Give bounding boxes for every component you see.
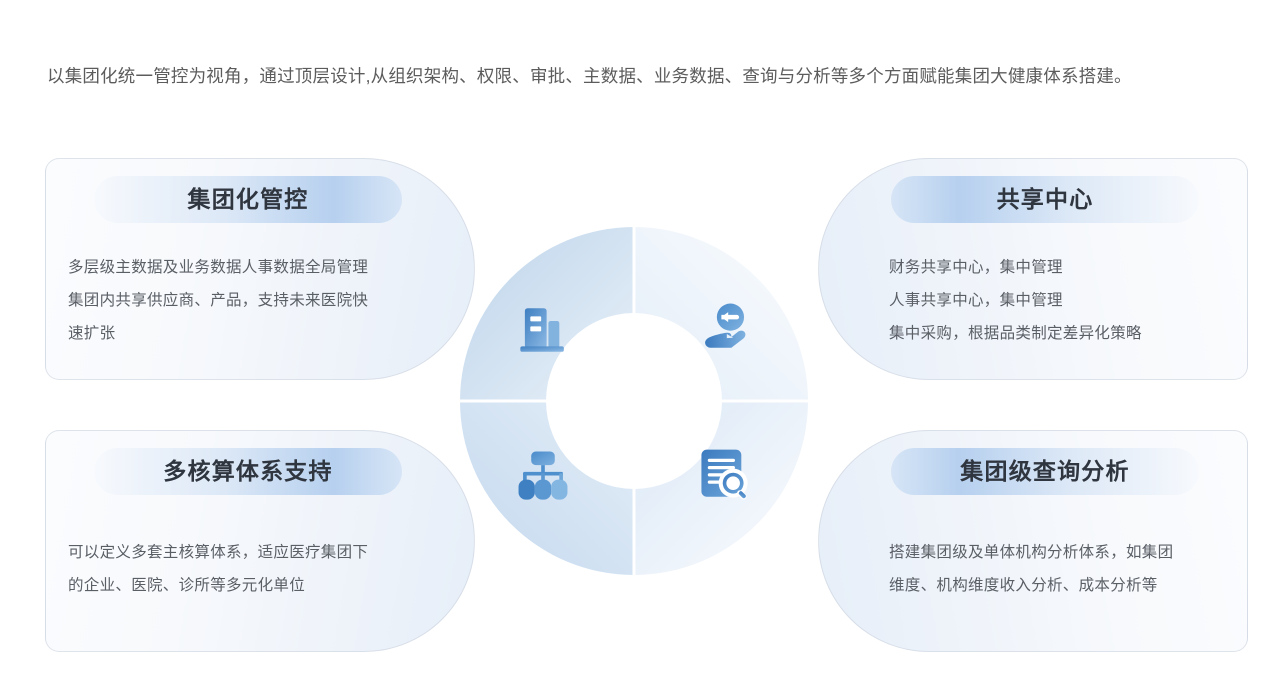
card-group-query-analysis[interactable]: 集团级查询分析 搭建集团级及单体机构分析体系，如集团 维度、机构维度收入分析、成… <box>818 430 1248 652</box>
donut-ring-svg <box>458 225 810 577</box>
person-hand-icon <box>696 299 754 357</box>
diagram-stage: 集团化管控 多层级主数据及业务数据人事数据全局管理 集团内共享供应商、产品，支持… <box>0 130 1268 689</box>
document-search-icon <box>696 446 754 504</box>
card-body-shared-center: 财务共享中心，集中管理 人事共享中心，集中管理 集中采购，根据品类制定差异化策略 <box>889 251 1142 350</box>
card-body-multi-accounting: 可以定义多套主核算体系，适应医疗集团下 的企业、医院、诊所等多元化单位 <box>68 536 368 602</box>
card-title-shared-center: 共享中心 <box>891 176 1199 223</box>
card-body-line: 搭建集团级及单体机构分析体系，如集团 <box>889 544 1174 561</box>
intro-paragraph: 以集团化统一管控为视角，通过顶层设计,从组织架构、权限、审批、主数据、业务数据、… <box>47 65 1132 86</box>
ring-inner-hole <box>546 313 722 489</box>
card-title-multi-accounting: 多核算体系支持 <box>94 448 402 495</box>
card-body-line: 集中采购，根据品类制定差异化策略 <box>889 325 1142 342</box>
card-body-group-control: 多层级主数据及业务数据人事数据全局管理 集团内共享供应商、产品，支持未来医院快 … <box>68 251 368 350</box>
card-body-line: 的企业、医院、诊所等多元化单位 <box>68 577 306 594</box>
card-body-line: 速扩张 <box>68 325 116 342</box>
card-body-group-query-analysis: 搭建集团级及单体机构分析体系，如集团 维度、机构维度收入分析、成本分析等 <box>889 536 1173 602</box>
card-multi-accounting[interactable]: 多核算体系支持 可以定义多套主核算体系，适应医疗集团下 的企业、医院、诊所等多元… <box>45 430 475 652</box>
card-title-group-query-analysis: 集团级查询分析 <box>891 448 1199 495</box>
card-title-group-control: 集团化管控 <box>94 176 402 223</box>
card-body-line: 可以定义多套主核算体系，适应医疗集团下 <box>68 544 369 561</box>
card-body-line: 人事共享中心，集中管理 <box>889 292 1063 309</box>
card-body-line: 多层级主数据及业务数据人事数据全局管理 <box>68 259 369 276</box>
building-icon <box>514 301 572 359</box>
card-group-control[interactable]: 集团化管控 多层级主数据及业务数据人事数据全局管理 集团内共享供应商、产品，支持… <box>45 158 475 380</box>
card-body-line: 集团内共享供应商、产品，支持未来医院快 <box>68 292 369 309</box>
card-body-line: 财务共享中心，集中管理 <box>889 259 1063 276</box>
card-body-line: 维度、机构维度收入分析、成本分析等 <box>889 577 1158 594</box>
card-shared-center[interactable]: 共享中心 财务共享中心，集中管理 人事共享中心，集中管理 集中采购，根据品类制定… <box>818 158 1248 380</box>
center-donut-ring <box>458 225 810 577</box>
org-chart-icon <box>514 447 572 505</box>
